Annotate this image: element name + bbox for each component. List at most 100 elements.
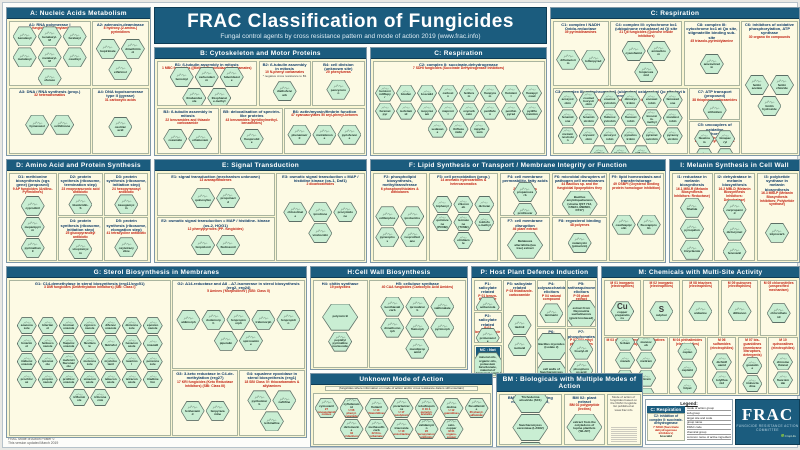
hexagon-label: procymidone xyxy=(337,210,353,218)
subpanel-frac-code: 45 triazolo-pyrimidylamine xyxy=(690,39,734,44)
hexagon-label: carpropamid xyxy=(726,207,743,215)
hexagon-label: benomyl xyxy=(175,76,188,81)
subpanel-title: G4: squalene epoxidase in sterol biosynt… xyxy=(246,371,298,381)
molecule-icon xyxy=(23,375,31,378)
hexagon-label: fluopicolide xyxy=(244,136,260,145)
hexagon: bixafen xyxy=(396,84,416,102)
hexagon-label: octhilinone xyxy=(54,124,71,129)
hexagon-inner: ametoctradin xyxy=(700,54,723,74)
subpanel-title: F6: microbial disrupters of pathogen cel… xyxy=(554,173,605,183)
hexagon-group: Coniothyrium minitans (CON/M/91-08)Trich… xyxy=(501,394,561,444)
legend-example: C: Respiration C2: inhibition of complex… xyxy=(647,406,685,441)
hexagon-label: cyprodinil xyxy=(25,205,40,210)
hexagon-label: triadimefon xyxy=(146,377,159,385)
hexagon-label: flusulfamide xyxy=(468,403,485,411)
panel-body: A1: RNA polymerase I4 PA fungicides (Phe… xyxy=(7,19,150,155)
hexagon-label: triticonazole xyxy=(94,395,107,403)
molecule-icon xyxy=(176,73,187,77)
hexagon: pyrimethanil xyxy=(20,237,45,258)
hexagon-inner: dinocap xyxy=(715,149,735,153)
hexagon: pyriofenone xyxy=(337,124,362,145)
hexagon: cyproconazole xyxy=(79,317,100,335)
hexagon: blasticidin-S xyxy=(68,194,93,215)
molecule-icon xyxy=(669,131,677,134)
hexagon-group: mineral oils, organic oils, potassium bi… xyxy=(474,352,501,375)
hexagon-inner: pydiflumetofen xyxy=(522,103,542,119)
hexagon: vinclozolin xyxy=(308,223,333,244)
molecule-icon xyxy=(27,242,38,247)
molecule-icon xyxy=(212,406,223,410)
hexagon-label: pyrimethanil xyxy=(24,245,41,254)
molecule-icon xyxy=(528,88,536,92)
hexagon-inner: tridemorph xyxy=(252,310,275,329)
hexagon: coumethoxystrobin xyxy=(578,91,599,109)
hexagon-inner: fluoxastrobin xyxy=(621,110,640,126)
molecule-icon xyxy=(65,321,73,324)
hexagon-inner: fentin acetate xyxy=(745,75,769,95)
molecule-icon xyxy=(267,418,277,422)
hexagon: benalaxyl xyxy=(12,26,37,47)
molecule-icon xyxy=(412,324,423,328)
hexagon-inner: oxycarboxin xyxy=(459,103,479,119)
hexagon: pyrametostrobin xyxy=(641,127,662,145)
subpanel-c5: C5: uncouplers of oxidative phosphorylat… xyxy=(689,121,740,154)
panel-header: I: Melanin Synthesis in Cell Wall xyxy=(670,160,799,171)
hexagon-inner: dimoxystrobin xyxy=(621,92,640,108)
hexagon: difenoconazole xyxy=(100,317,121,335)
hexagon-inner: mandipropamid xyxy=(406,339,429,358)
molecule-icon xyxy=(387,301,398,305)
subpanel-title: F9: lipid homeostasis and transfer/stora… xyxy=(611,173,661,183)
subpanel-frac-code: 46 plant extract xyxy=(512,227,538,232)
hexagon: fenpropimorph xyxy=(226,309,251,330)
subpanel-frac-code: M 05 chloronitriles (unspecified mechani… xyxy=(763,280,794,292)
legend-callout: chemical group xyxy=(686,431,731,435)
subpanel-title: P1: salicylate related xyxy=(478,280,497,295)
molecule-icon xyxy=(44,321,52,324)
hexagon-group: kasugamycin xyxy=(114,194,139,215)
hexagon-label: metrafenone xyxy=(316,132,333,140)
hexagon: fenbuconazole xyxy=(37,335,58,353)
hexagon-group: blasticidin-S xyxy=(68,194,93,215)
molecule-icon xyxy=(44,375,52,378)
subpanel-title: D3: protein synthesis (ribosome, initiat… xyxy=(106,173,147,188)
hexagon-inner: pyrametostrobin xyxy=(642,128,661,144)
layout-column: F4: cell membrane permeability, fatty ac… xyxy=(499,172,551,261)
molecule-icon xyxy=(201,72,212,76)
hexagon: fluxapyroxad xyxy=(522,84,542,102)
hexagon-label: propamocarb xyxy=(516,190,534,198)
hexagon-label: tiadinil xyxy=(514,324,525,329)
molecule-icon xyxy=(75,393,83,396)
hexagon-inner: tricyclazole xyxy=(680,240,704,259)
hexagon-inner: biphenyl xyxy=(433,196,452,213)
subpanel-c3: C3: complex III: cytochrome bc1 (ubiquin… xyxy=(552,87,688,154)
hexagon-label: iminoctadine xyxy=(746,381,759,389)
molecule-icon xyxy=(198,194,208,199)
molecule-icon xyxy=(585,113,593,116)
subpanel-title: B1: ß-tubulin assembly in mitosis xyxy=(174,61,239,67)
subpanel-f9: F9: lipid homeostasis and transfer/stora… xyxy=(608,172,664,261)
hexagon-label: flutianil xyxy=(371,405,382,410)
hexagon-group: fluazinambinapacrylmeptyldinocapdinocap xyxy=(691,130,738,153)
hexagon: fthalide xyxy=(680,197,704,218)
hexagon-label: iprodione xyxy=(313,211,328,216)
hexagon: Bacillus amyloliquefaciens (strains QST … xyxy=(561,190,598,215)
hexagon: orysastrobin xyxy=(578,127,599,145)
hexagon-frac-code: U 13 thiazolidines xyxy=(368,408,385,416)
subpanel-frac-code: 7 SDHI fungicides (Succinate DeHydrogena… xyxy=(412,65,505,70)
hexagon-inner: dichlofluanid xyxy=(712,354,731,370)
hexagon-label: dimoxystrobin xyxy=(624,97,637,105)
hexagon-label: fluopyram xyxy=(484,90,496,98)
molecule-icon xyxy=(454,124,463,128)
hexagon-inner: mancozeb xyxy=(636,338,656,350)
